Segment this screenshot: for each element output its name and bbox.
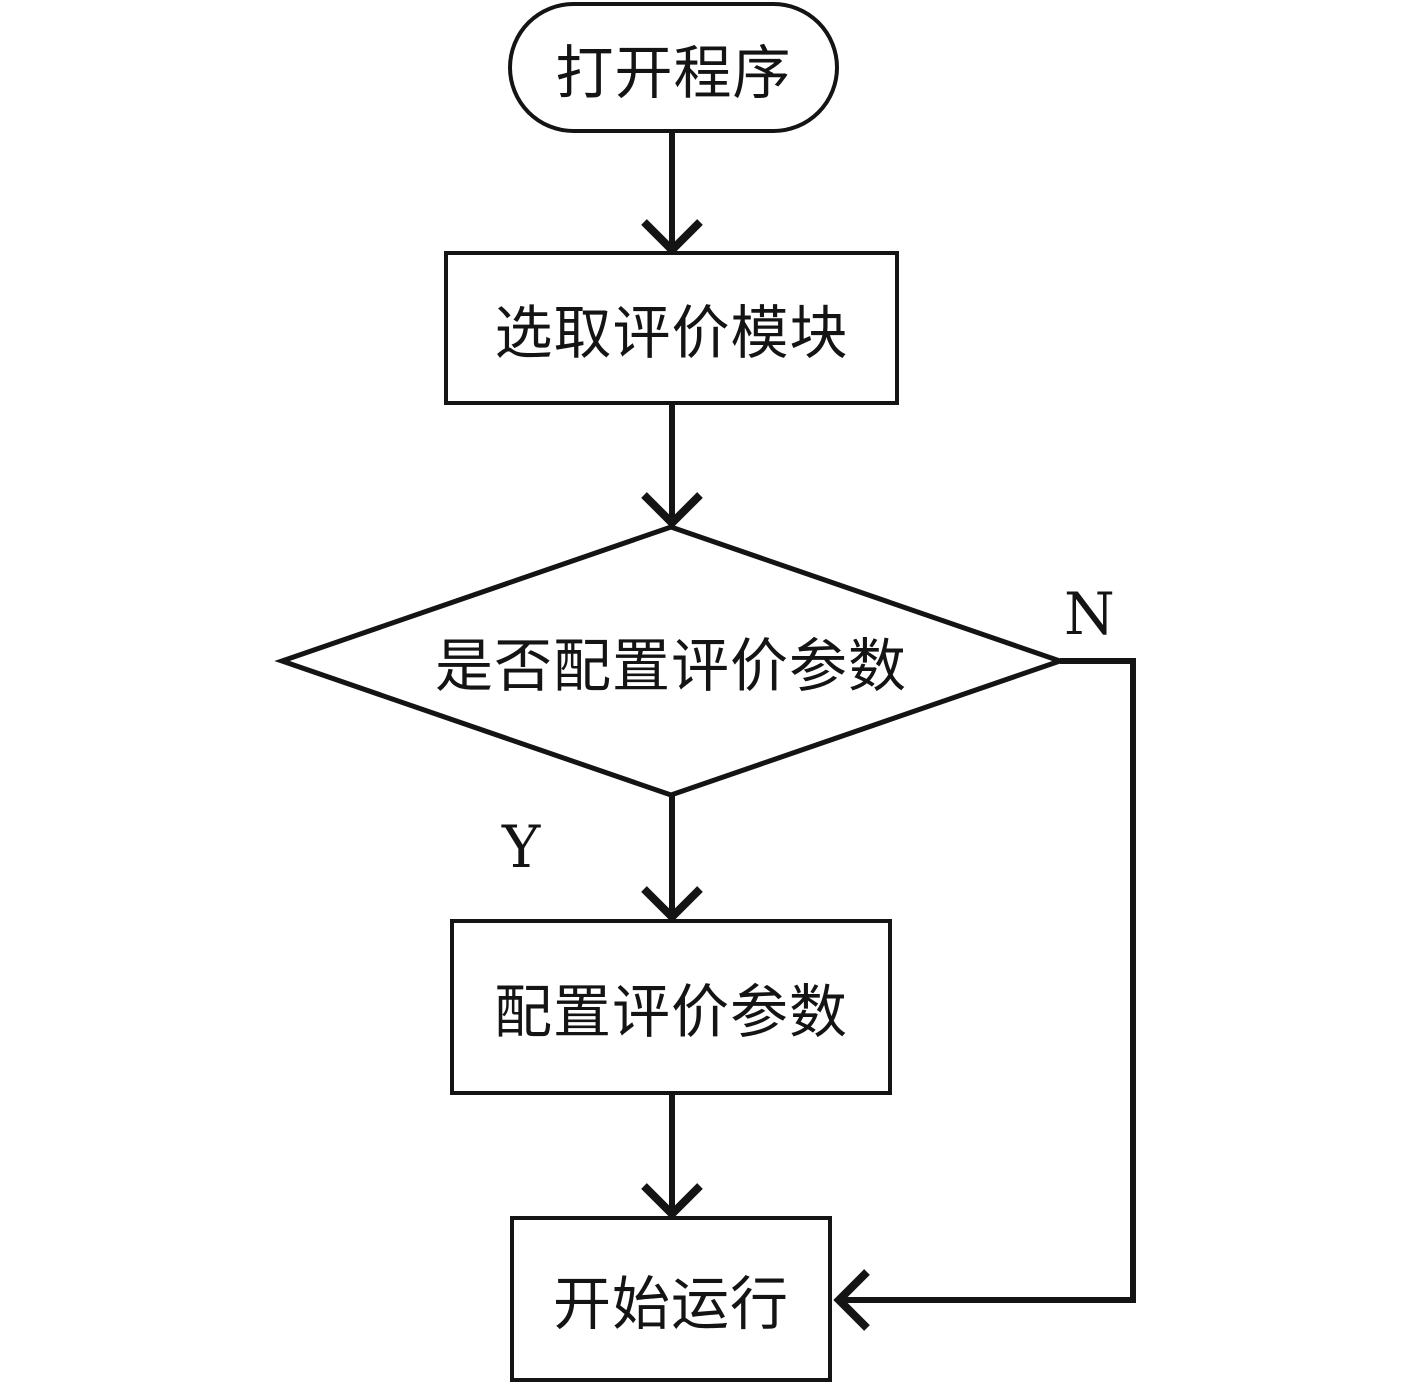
start-node-label: 打开程序 <box>555 38 792 107</box>
process-node-select-module: 选取评价模块 <box>444 251 899 405</box>
arrowhead-left-icon <box>833 1269 870 1331</box>
select-module-label: 选取评价模块 <box>494 299 849 367</box>
branch-label-no: N <box>1064 580 1115 648</box>
configure-params-label: 配置评价参数 <box>493 978 848 1046</box>
start-node: 打开程序 <box>508 2 839 133</box>
process-node-configure-params: 配置评价参数 <box>450 919 892 1095</box>
decision-node-label: 是否配置评价参数 <box>434 632 907 700</box>
arrowhead-down-icon <box>641 219 703 256</box>
start-run-label: 开始运行 <box>552 1270 789 1338</box>
branch-label-yes: Y <box>502 813 541 881</box>
process-node-start-run: 开始运行 <box>510 1216 832 1382</box>
arrowhead-down-icon <box>641 492 703 529</box>
edge-decision-to-run-n-branch-line <box>842 658 1136 1303</box>
arrowhead-down-icon <box>641 886 703 923</box>
arrowhead-down-icon <box>641 1183 703 1220</box>
